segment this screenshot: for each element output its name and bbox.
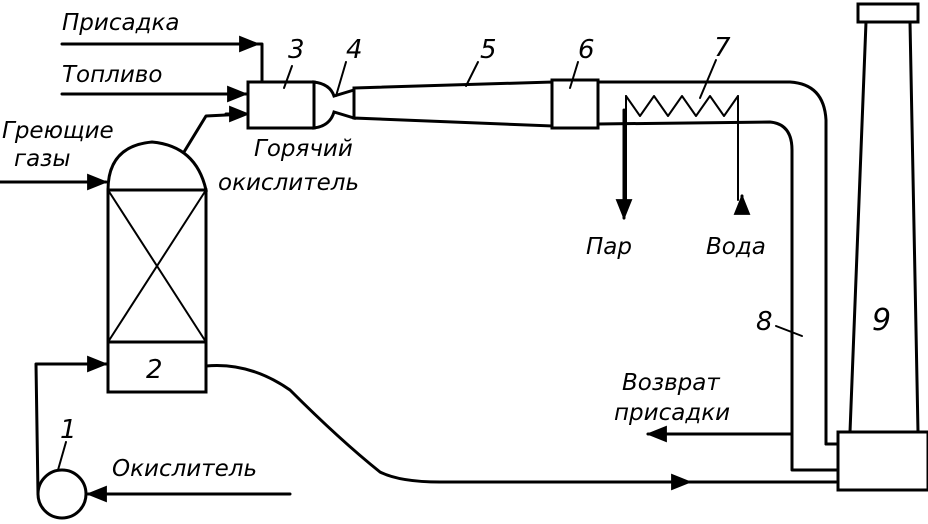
air-heater-regenerator [106, 140, 208, 394]
label-heating-gases-2: газы [14, 146, 71, 172]
number-2: 2 [146, 355, 163, 385]
number-3: 3 [288, 35, 305, 65]
compressor-1 [36, 468, 88, 520]
chimney-9 [836, 2, 928, 492]
label-fuel: Топливо [62, 62, 162, 88]
chimney-cap [856, 2, 920, 24]
leader-8 [775, 325, 803, 337]
label-water: Вода [706, 234, 766, 260]
label-oxidizer: Окислитель [112, 456, 257, 482]
leader-3 [283, 65, 293, 89]
diffuser-6 [550, 78, 600, 130]
number-4: 4 [346, 35, 363, 65]
leader-5 [465, 61, 479, 87]
chimney-base-ash-collector [836, 430, 928, 492]
hot-oxidizer-duct [182, 105, 251, 154]
additive-inlet [60, 35, 264, 82]
number-6: 6 [578, 35, 595, 65]
leader-6 [569, 61, 579, 89]
heater-dome [106, 140, 208, 192]
leader-1 [57, 441, 67, 471]
mhd-channel-5 [352, 80, 554, 128]
label-hot-oxidizer-2: окислитель [218, 170, 359, 196]
combustor-3 [246, 80, 316, 130]
exhaust-return-line [204, 364, 838, 491]
flue-gas-duct-8 [596, 80, 840, 472]
nozzle-4 [312, 80, 356, 130]
label-additive-return-2: присадки [614, 400, 730, 426]
number-9: 9 [872, 303, 891, 338]
leader-4 [335, 61, 347, 97]
number-5: 5 [480, 35, 497, 65]
label-additive-return-1: Возврат [622, 370, 720, 396]
number-8: 8 [756, 307, 773, 337]
label-hot-oxidizer-1: Горячий [254, 136, 353, 162]
steam-coil-7 [625, 95, 739, 117]
compressor-to-heater-line [34, 355, 109, 496]
number-1: 1 [60, 415, 77, 445]
leader-7 [699, 59, 717, 99]
label-heating-gases-1: Греющие [2, 118, 114, 144]
number-7: 7 [714, 33, 731, 63]
label-steam: Пар [586, 234, 632, 260]
label-additive: Присадка [62, 10, 179, 36]
